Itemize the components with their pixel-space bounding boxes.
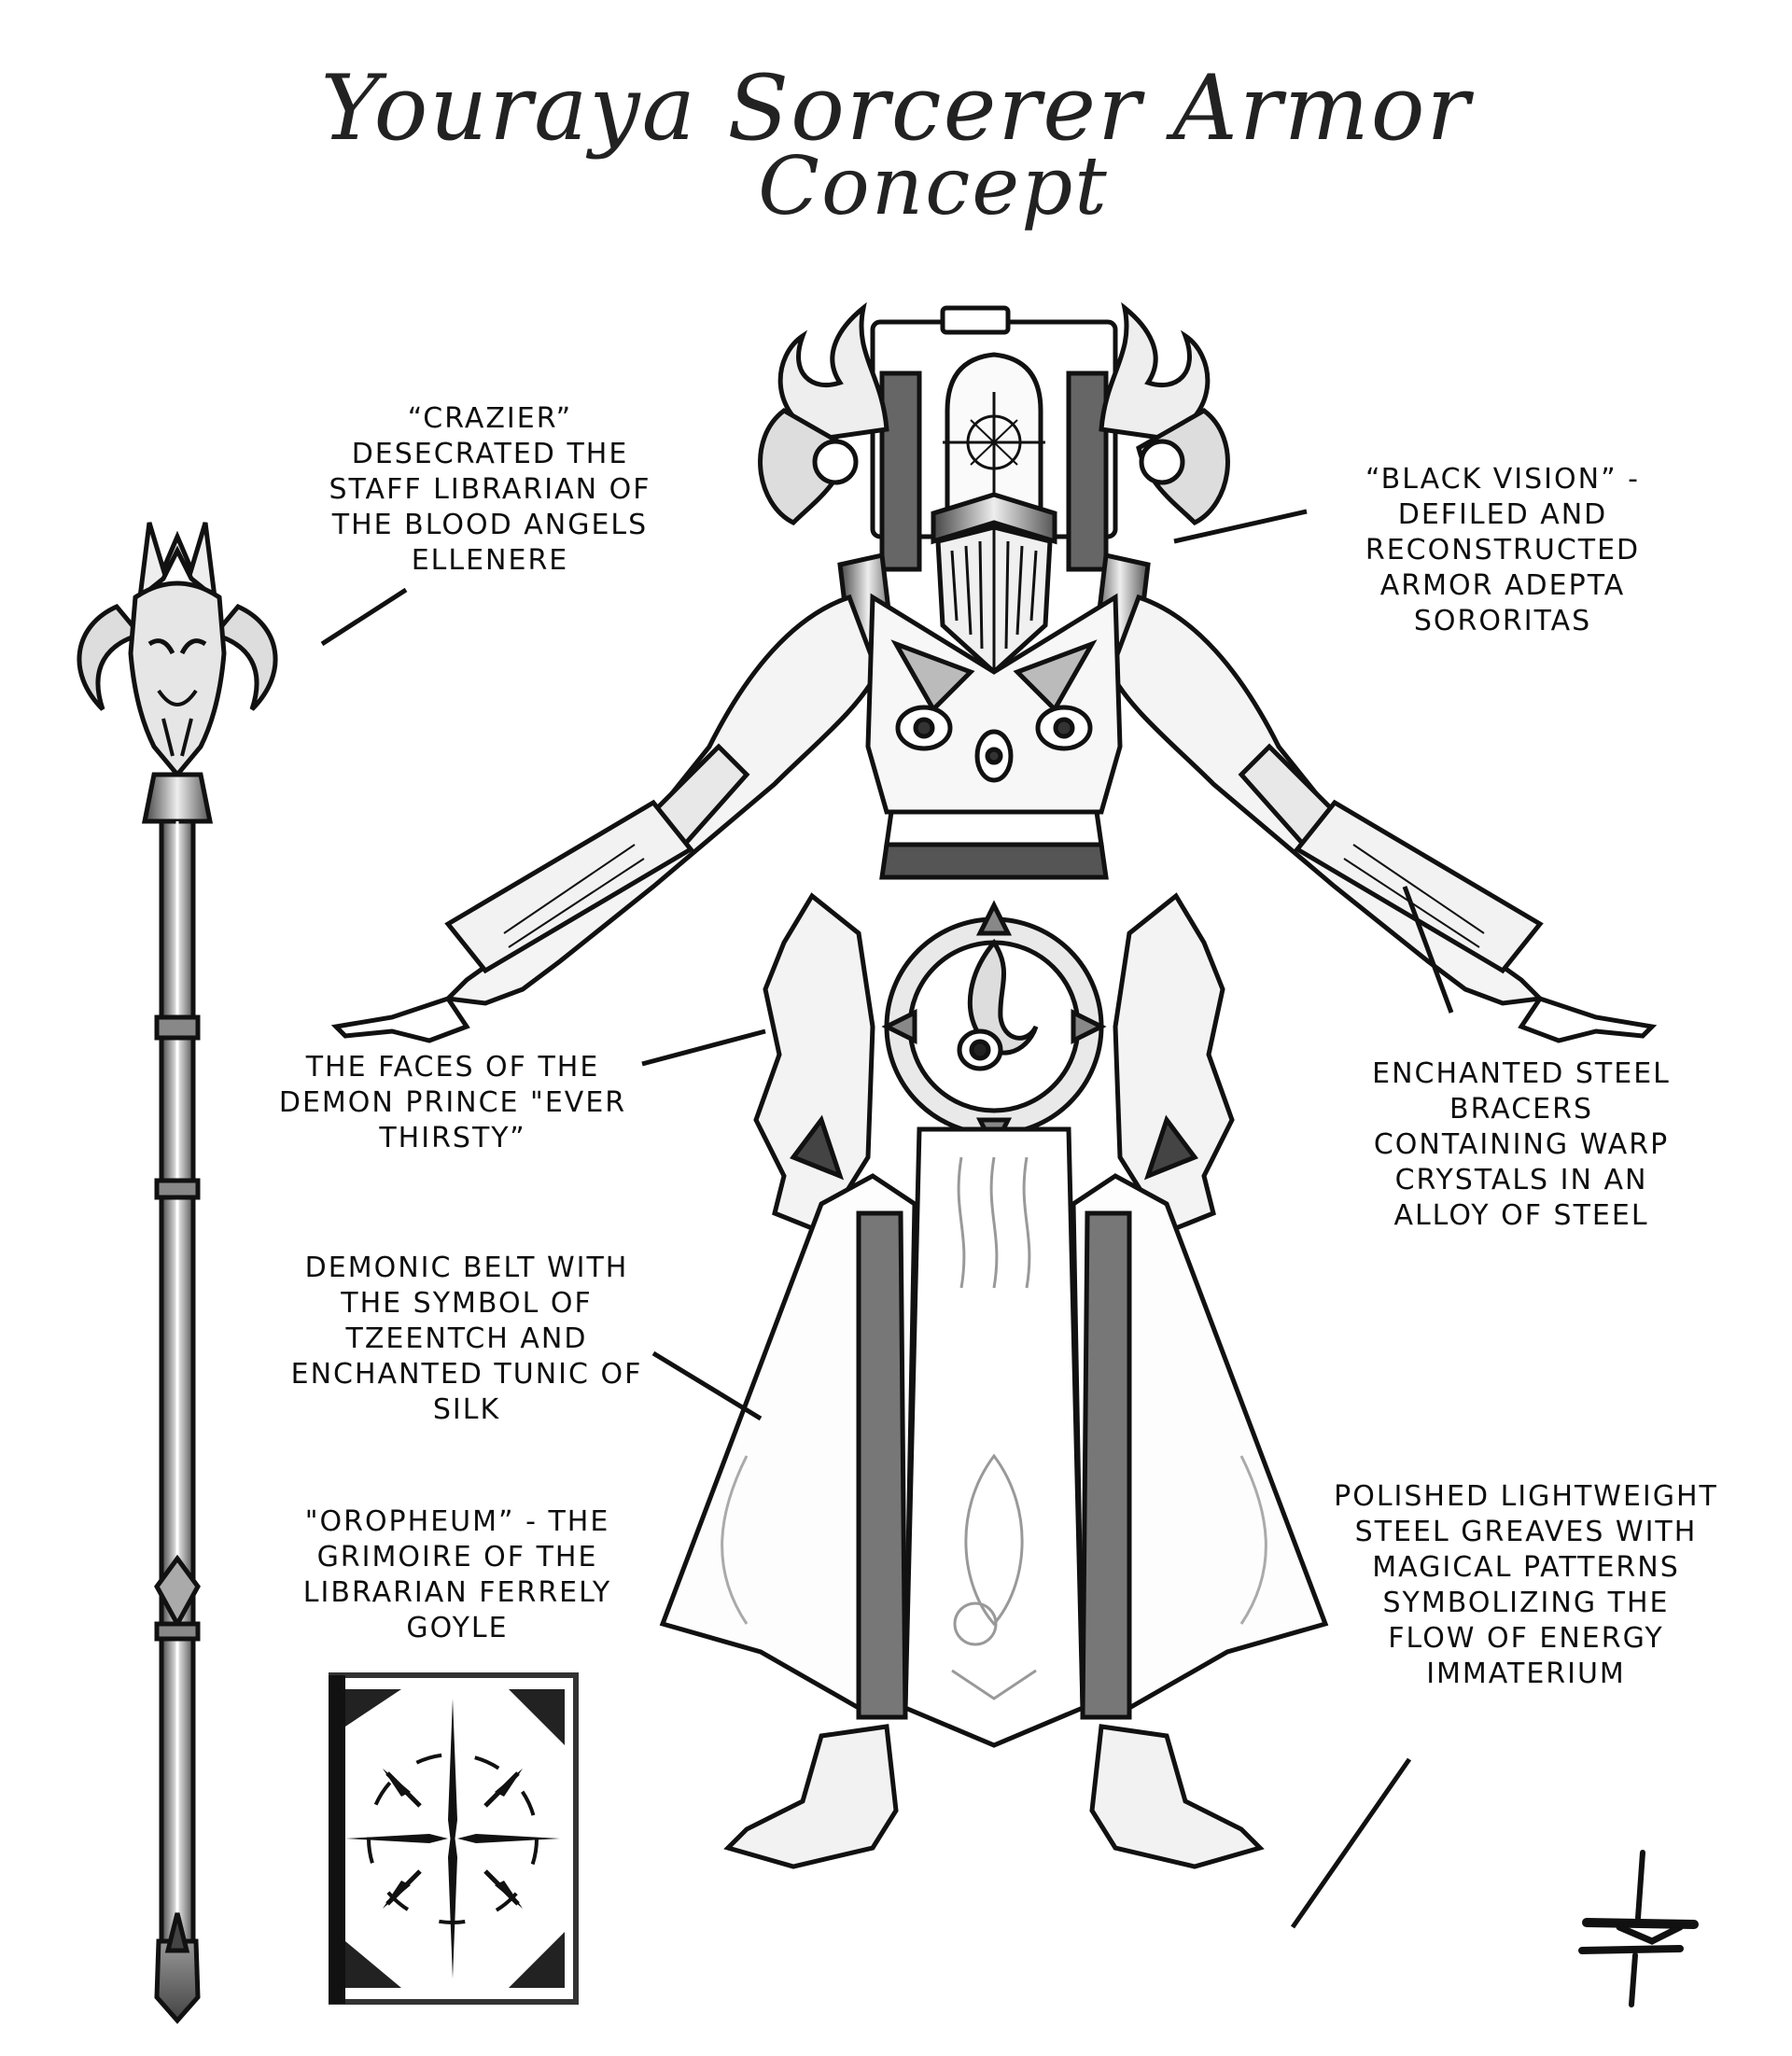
page-subtitle: Concept — [758, 140, 1109, 233]
grimoire-oropheum — [329, 1672, 579, 2005]
page-title: Youraya Sorcerer Armor — [320, 56, 1472, 161]
callout-greaves: Polished lightweight steel greaves with … — [1334, 1480, 1718, 1690]
callout-bracers: Enchanted steel bracers containing warp … — [1372, 1057, 1671, 1232]
staff-callout-line — [320, 587, 408, 647]
callout-helmet-armor: “Black Vision” - Defiled and reconstruct… — [1365, 463, 1641, 637]
callout-grimoire: "Oropheum” - The grimoire of the Librari… — [302, 1505, 612, 1644]
callout-demon-faces: The faces of the Demon Prince "Ever Thir… — [278, 1051, 627, 1154]
callout-staff: “Crazier” Desecrated the staff Librarian… — [329, 402, 651, 577]
callout-lines — [641, 509, 1454, 1929]
chaos-star-emblem-icon — [345, 1699, 560, 1979]
signature-icon — [1578, 1850, 1699, 2007]
staff-crazier — [77, 522, 278, 2024]
sorcerer-figure — [330, 301, 1658, 1869]
callout-belt-tunic: Demonic belt with the symbol of Tzeentch… — [290, 1252, 643, 1426]
